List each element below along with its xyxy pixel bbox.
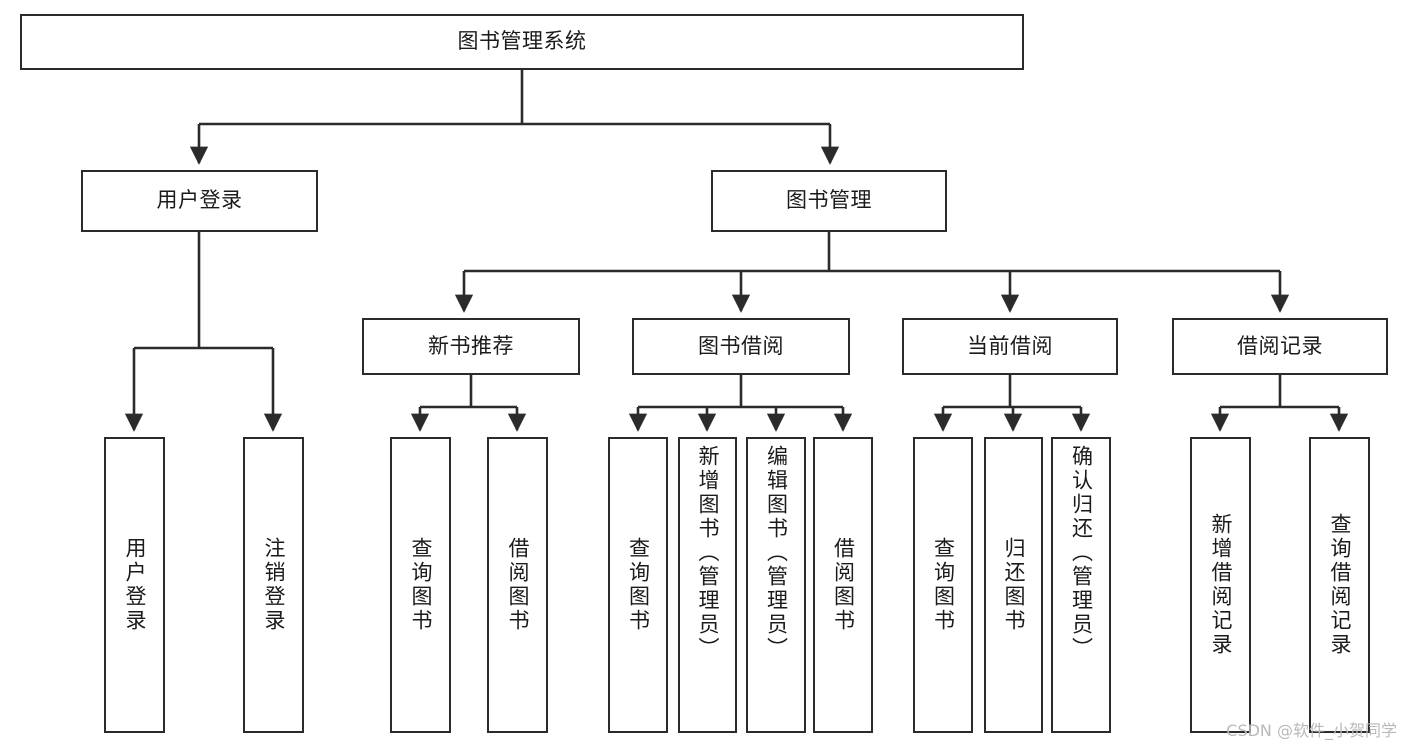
edge-group-book-manage xyxy=(454,232,1290,313)
node-leaf-edit-book-admin[interactable]: 编辑图书（管理员） xyxy=(746,437,806,733)
node-user-login-label: 用户登录 xyxy=(156,188,243,213)
node-leaf-borrow-book-rec-label: 借阅图书 xyxy=(506,537,530,633)
edge-group-borrow-record xyxy=(1210,375,1349,432)
node-leaf-borrow-book[interactable]: 借阅图书 xyxy=(813,437,873,733)
node-leaf-user-logout[interactable]: 注销登录 xyxy=(243,437,304,733)
node-leaf-borrow-book-rec[interactable]: 借阅图书 xyxy=(487,437,548,733)
node-book-borrow-label: 图书借阅 xyxy=(698,333,784,358)
node-leaf-edit-book-admin-label: 编辑图书（管理员） xyxy=(764,445,789,661)
node-leaf-query-record[interactable]: 查询借阅记录 xyxy=(1309,437,1370,733)
edge-group-user-login xyxy=(124,232,283,432)
node-leaf-query-book-borrow[interactable]: 查询图书 xyxy=(608,437,668,733)
node-leaf-query-book-rec[interactable]: 查询图书 xyxy=(390,437,451,733)
node-leaf-query-book-current[interactable]: 查询图书 xyxy=(913,437,973,733)
edge-group-root xyxy=(189,70,840,165)
node-new-book-recommend[interactable]: 新书推荐 xyxy=(362,318,580,375)
node-leaf-query-book-borrow-label: 查询图书 xyxy=(626,537,651,633)
edge-group-current-borrow xyxy=(933,375,1091,432)
node-new-book-recommend-label: 新书推荐 xyxy=(428,333,514,358)
node-book-manage-label: 图书管理 xyxy=(786,188,872,213)
node-leaf-confirm-return-admin-label: 确认归还（管理员） xyxy=(1069,445,1094,661)
node-leaf-add-book-admin[interactable]: 新增图书（管理员） xyxy=(678,437,737,733)
node-current-borrow-label: 当前借阅 xyxy=(967,333,1053,358)
node-leaf-user-login[interactable]: 用户登录 xyxy=(104,437,165,733)
node-borrow-record[interactable]: 借阅记录 xyxy=(1172,318,1388,375)
node-leaf-add-record-label: 新增借阅记录 xyxy=(1209,513,1233,657)
node-leaf-return-book-label: 归还图书 xyxy=(1002,537,1026,633)
watermark-text: CSDN @软件_小贺同学 xyxy=(1226,721,1397,740)
node-leaf-return-book[interactable]: 归还图书 xyxy=(984,437,1043,733)
node-leaf-borrow-book-label: 借阅图书 xyxy=(831,537,856,633)
node-leaf-query-record-label: 查询借阅记录 xyxy=(1328,513,1352,657)
node-leaf-add-book-admin-label: 新增图书（管理员） xyxy=(696,445,720,661)
node-root-label: 图书管理系统 xyxy=(457,29,587,54)
node-leaf-user-logout-label: 注销登录 xyxy=(262,537,286,633)
node-leaf-add-record[interactable]: 新增借阅记录 xyxy=(1190,437,1251,733)
node-leaf-user-login-label: 用户登录 xyxy=(123,537,147,633)
node-leaf-confirm-return-admin[interactable]: 确认归还（管理员） xyxy=(1051,437,1111,733)
node-borrow-record-label: 借阅记录 xyxy=(1237,333,1323,358)
node-book-manage[interactable]: 图书管理 xyxy=(711,170,947,232)
edge-group-new-book-recommend xyxy=(410,375,527,432)
edge-group-book-borrow xyxy=(628,375,853,432)
node-book-borrow[interactable]: 图书借阅 xyxy=(632,318,850,375)
node-current-borrow[interactable]: 当前借阅 xyxy=(902,318,1118,375)
node-leaf-query-book-rec-label: 查询图书 xyxy=(409,537,433,633)
node-root[interactable]: 图书管理系统 xyxy=(20,14,1024,70)
node-leaf-query-book-current-label: 查询图书 xyxy=(931,537,956,633)
node-user-login[interactable]: 用户登录 xyxy=(81,170,318,232)
